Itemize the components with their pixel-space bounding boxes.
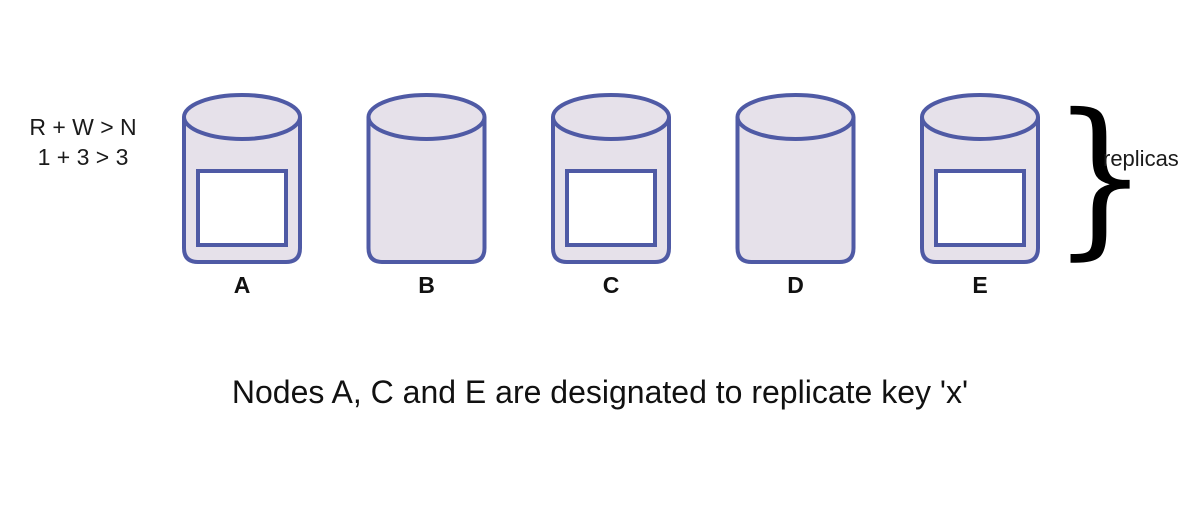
replicas-brace: } (1051, 78, 1149, 276)
node-cylinder-a (182, 93, 302, 264)
node-label-d: D (787, 272, 804, 298)
diagram-caption: Nodes A, C and E are designated to repli… (231, 374, 969, 410)
node-label-b: B (418, 272, 435, 298)
cylinder-body (366, 117, 487, 264)
quorum-formula: R + W > N 1 + 3 > 3 (20, 112, 146, 172)
cylinder-top (182, 93, 302, 141)
node-label-a: A (233, 272, 251, 298)
formula-line-values: 1 + 3 > 3 (37, 144, 129, 170)
node-label-c: C (602, 272, 620, 298)
cylinder-top (551, 93, 671, 141)
key-x-box (565, 169, 657, 247)
key-x-box (934, 169, 1026, 247)
node-label-e: E (972, 272, 988, 298)
formula-line-inequality: R + W > N (29, 114, 137, 140)
key-x-box (196, 169, 288, 247)
node-cylinder-b (366, 93, 487, 264)
node-cylinder-e (920, 93, 1040, 264)
cylinder-top (920, 93, 1040, 141)
cylinder-body (735, 117, 856, 264)
node-cylinder-c (551, 93, 671, 264)
replicas-label: replicas (1103, 146, 1179, 171)
cylinder-top (735, 93, 856, 141)
node-cylinder-d (735, 93, 856, 264)
cylinder-top (366, 93, 487, 141)
